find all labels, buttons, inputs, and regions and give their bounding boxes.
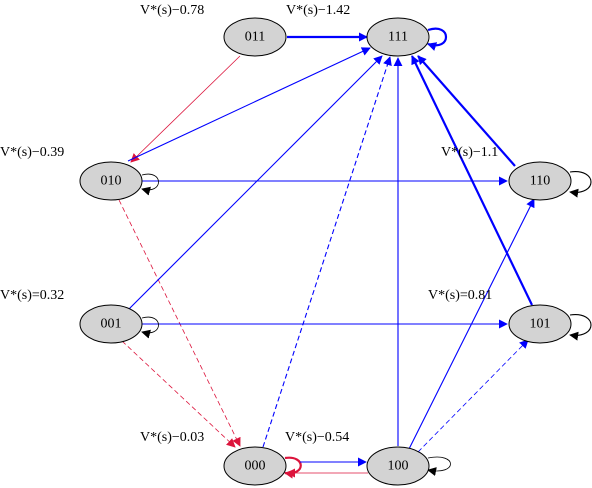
node-000-value-label: V*(s)−0.03 — [140, 430, 204, 445]
edge-100-101 — [417, 339, 529, 453]
node-001-ellipse — [79, 304, 143, 344]
node-010-ellipse — [79, 161, 143, 201]
node-011-ellipse — [223, 17, 287, 57]
edge-010-000 — [118, 199, 241, 447]
edge-111-self-loop — [427, 27, 447, 51]
edge-100-110 — [408, 198, 535, 450]
node-101-ellipse — [508, 304, 572, 344]
edge-010-111 — [127, 47, 371, 162]
node-110-value-label: V*(s)−1.1 — [441, 145, 498, 160]
edge-000-self-loop — [284, 456, 302, 479]
node-101-value-label: V*(s)=0.81 — [428, 288, 492, 303]
node-000-ellipse — [223, 446, 287, 486]
node-110-label: 110 — [530, 174, 550, 189]
node-110-ellipse — [508, 161, 572, 201]
edge-101-self-loop — [569, 314, 592, 341]
node-010-value-label: V*(s)−0.39 — [0, 145, 64, 160]
edge-100-self-loop — [427, 456, 451, 476]
node-110: 110 V*(s)−1.1 — [441, 145, 572, 201]
node-001-label: 001 — [101, 317, 122, 332]
node-111: 111 V*(s)−1.42 — [286, 3, 430, 57]
node-100-value-label: V*(s)−0.54 — [285, 430, 349, 445]
node-010-label: 010 — [101, 174, 122, 189]
node-100-label: 100 — [388, 459, 409, 474]
node-011-value-label: V*(s)−0.78 — [140, 3, 204, 18]
edge-001-self-loop — [141, 316, 159, 339]
edges-layer — [118, 27, 592, 479]
node-001: 001 V*(s)=0.32 — [0, 288, 143, 344]
edge-001-111 — [127, 55, 383, 311]
edge-011-010 — [130, 55, 241, 163]
node-011-label: 011 — [245, 30, 265, 45]
node-100: 100 V*(s)−0.54 — [285, 430, 430, 486]
nodes-layer: 011 V*(s)−0.78 111 V*(s)−1.42 010 V*(s)−… — [0, 3, 572, 486]
node-000-label: 000 — [245, 459, 266, 474]
edge-101-111 — [411, 55, 533, 306]
node-101: 101 V*(s)=0.81 — [428, 288, 572, 344]
node-100-ellipse — [366, 446, 430, 486]
edge-001-000 — [121, 340, 236, 448]
node-101-label: 101 — [530, 317, 551, 332]
edge-000-111 — [262, 56, 392, 448]
node-001-value-label: V*(s)=0.32 — [0, 288, 64, 303]
edge-110-self-loop — [569, 171, 592, 198]
node-000: 000 V*(s)−0.03 — [140, 430, 287, 486]
node-111-value-label: V*(s)−1.42 — [286, 3, 350, 18]
node-111-label: 111 — [388, 30, 408, 45]
edge-010-self-loop — [141, 173, 159, 196]
node-010: 010 V*(s)−0.39 — [0, 145, 143, 201]
node-011: 011 V*(s)−0.78 — [140, 3, 287, 57]
node-111-ellipse — [366, 17, 430, 57]
edge-110-111 — [417, 55, 516, 167]
